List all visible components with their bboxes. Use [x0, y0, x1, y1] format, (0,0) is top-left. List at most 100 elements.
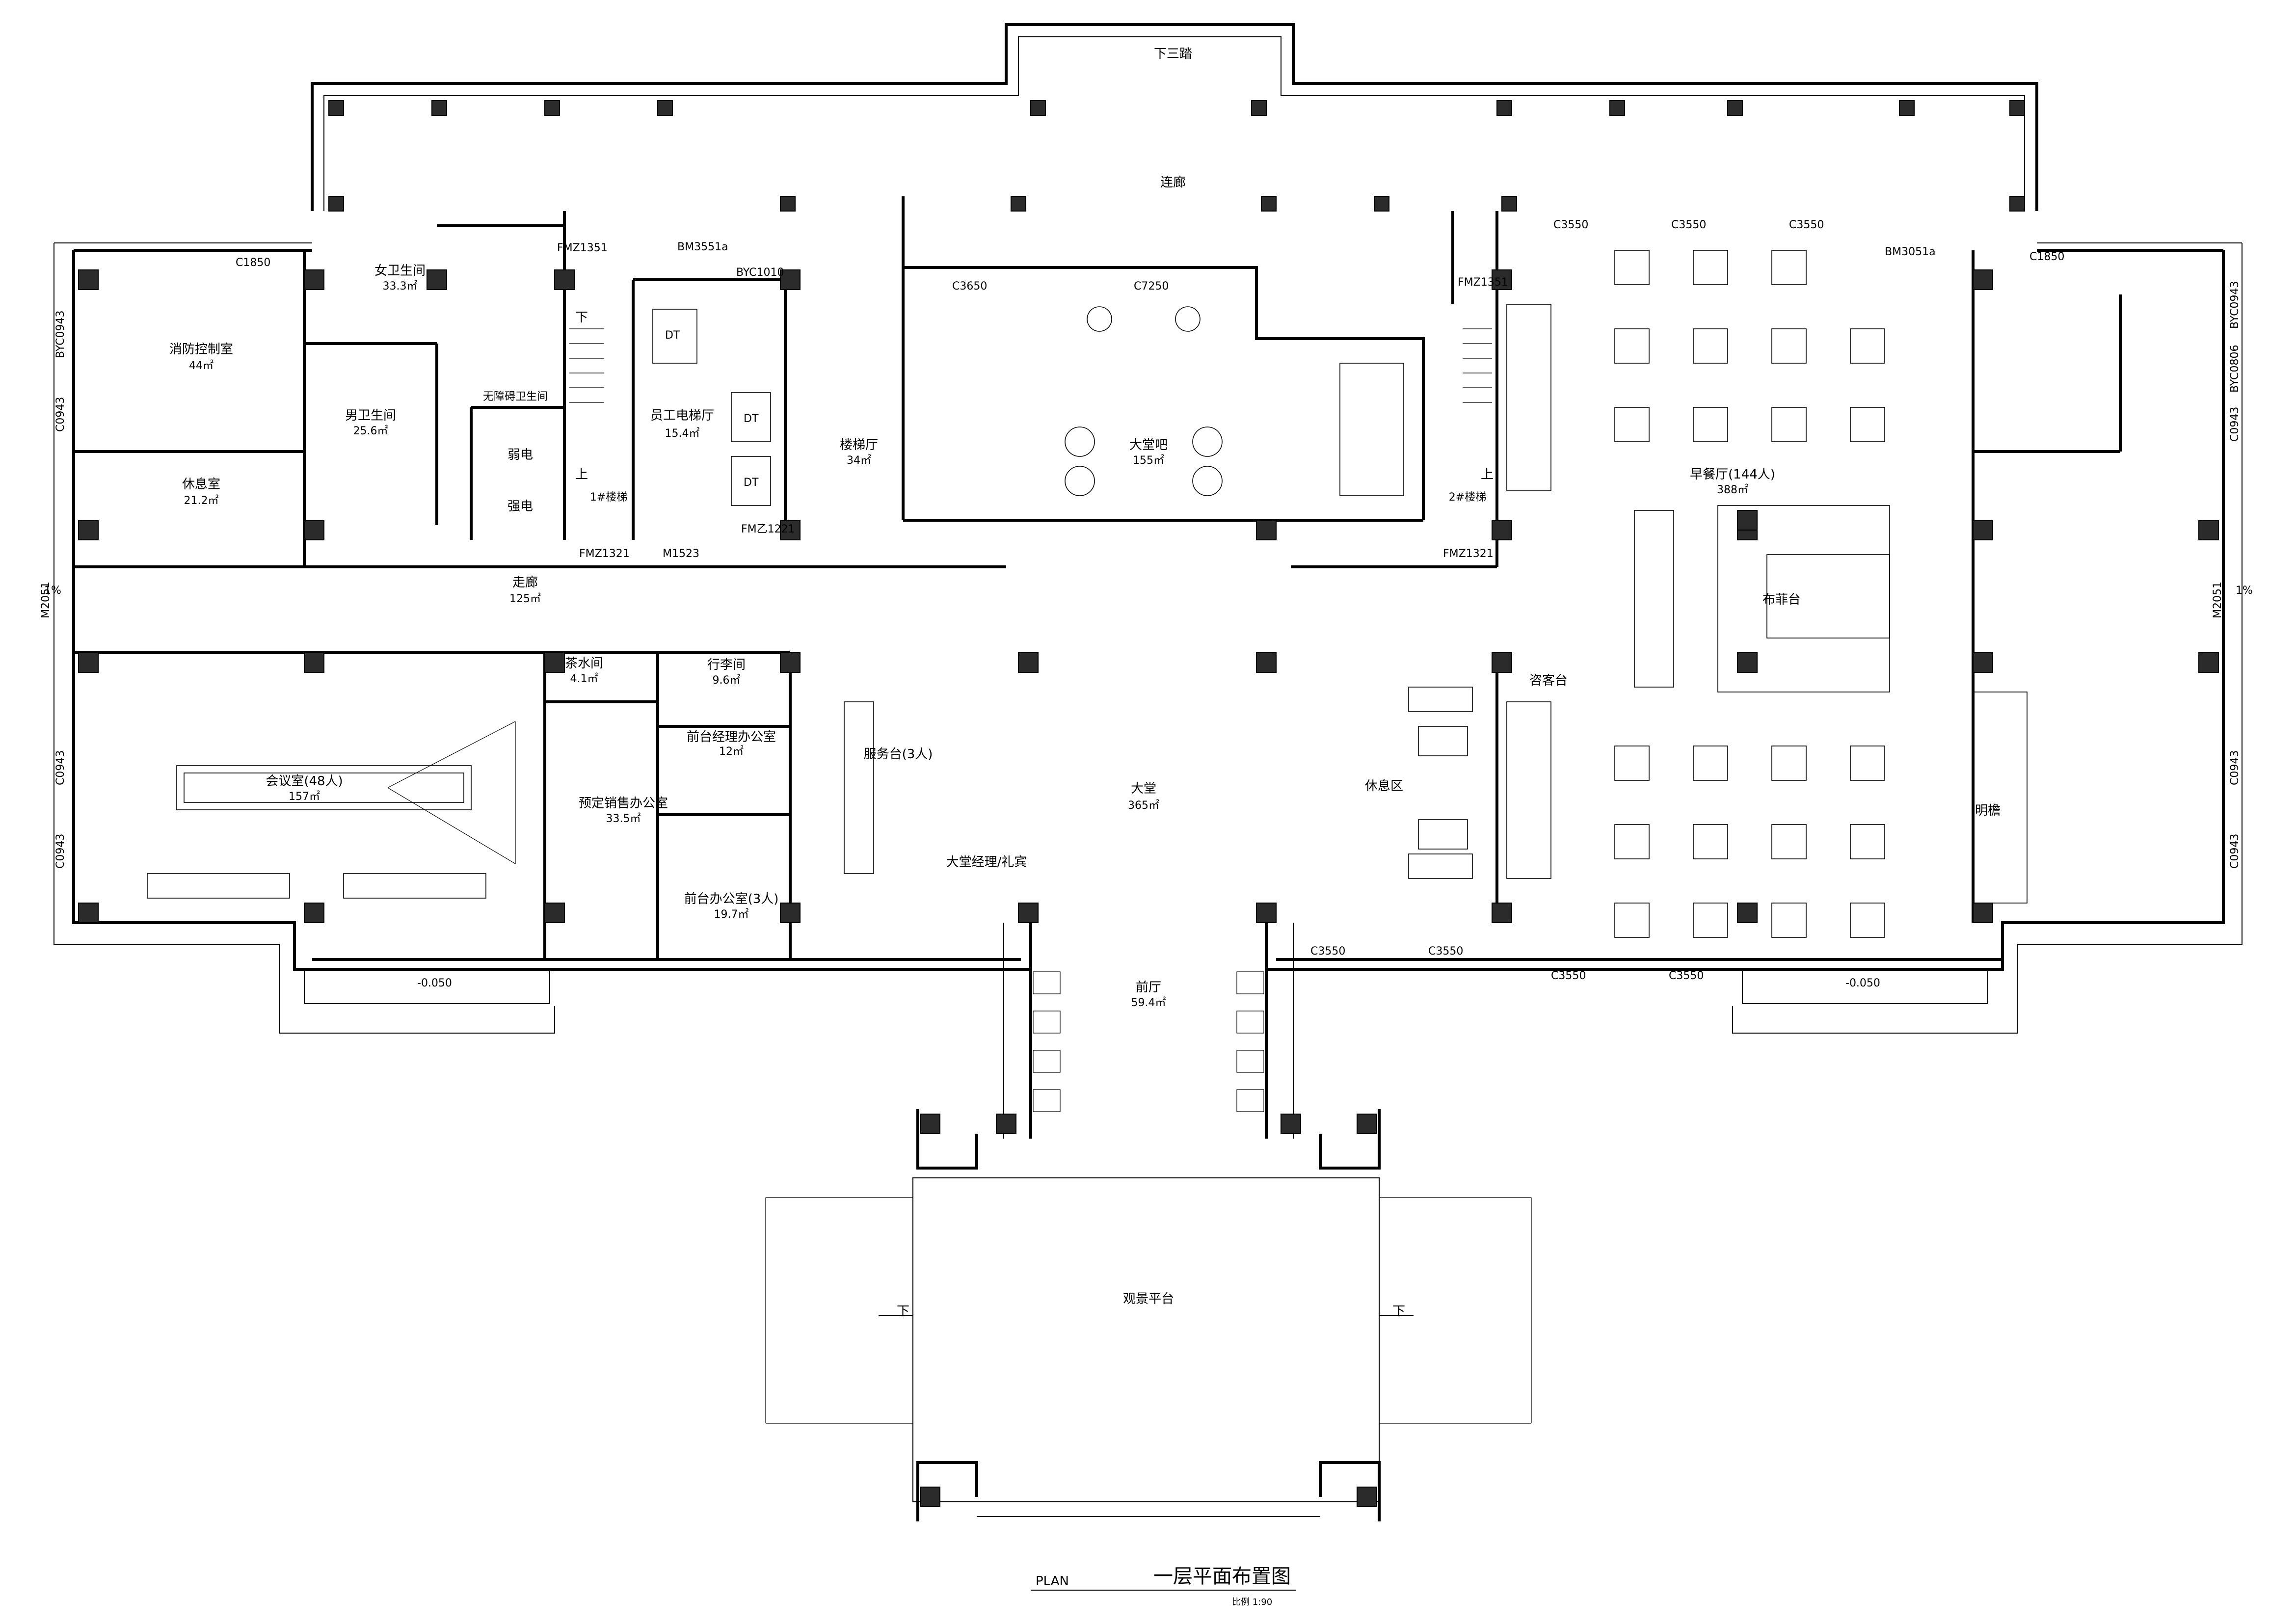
outer-walls: [53, 23, 2243, 1521]
label-down-right: 下: [1392, 1304, 1405, 1319]
code-fmz1321-right: FMZ1321: [1443, 548, 1494, 560]
label-sales-office: 预定销售办公室: [579, 796, 668, 811]
code-fmz1351-left: FMZ1351: [557, 242, 608, 254]
label-fd-manager: 前台经理办公室: [687, 730, 776, 745]
label-up-stair2: 上: [1481, 467, 1494, 482]
code-c0943-left-top: C0943: [54, 397, 67, 432]
label-concierge: 咨客台: [1529, 673, 1568, 688]
label-rest-room: 休息室: [182, 477, 220, 492]
title-block: PLAN 一层平面布置图 比例 1:90: [1031, 1565, 1296, 1607]
label-accessible-wc: 无障碍卫生间: [483, 391, 548, 403]
label-light-well: 明檐: [1975, 803, 2001, 818]
label-fire-control: 消防控制室: [169, 342, 233, 357]
label-stair-hall: 楼梯厅: [840, 438, 878, 453]
label-breakfast: 早餐厅(144人): [1690, 467, 1775, 482]
area-staff-elevator: 15.4㎡: [665, 427, 700, 440]
code-level-left: -0.050: [417, 977, 452, 989]
label-lobby: 大堂: [1131, 781, 1156, 796]
structural-columns: [78, 100, 2219, 1507]
area-men-wc: 25.6㎡: [353, 425, 388, 437]
label-strong-elec: 强电: [507, 499, 533, 514]
drawing-scale: 比例 1:90: [1232, 1597, 1272, 1607]
code-bm3551a: BM3551a: [677, 241, 728, 253]
code-c3550-bottom1: C3550: [1310, 945, 1345, 958]
label-weak-elec: 弱电: [507, 448, 533, 462]
interior-walls: [74, 196, 2122, 959]
drawing-label-en: PLAN: [1036, 1574, 1069, 1589]
drawing-title: 一层平面布置图: [1153, 1565, 1291, 1588]
label-buffet: 布菲台: [1762, 592, 1801, 607]
code-c3550-bottom3: C3550: [1551, 970, 1586, 982]
label-up-stair1: 上: [575, 467, 588, 482]
label-tea-room: 茶水间: [565, 656, 603, 671]
code-slope-right: 1%: [2236, 585, 2253, 597]
label-stair2: 2#楼梯: [1449, 491, 1486, 504]
code-c7250: C7250: [1134, 280, 1169, 293]
code-c3550-top3: C3550: [1789, 219, 1824, 231]
label-lobby-manager: 大堂经理/礼宾: [946, 855, 1027, 870]
code-m2051-right: M2051: [2212, 582, 2224, 618]
code-c0943-left-bottom: C0943: [54, 834, 67, 869]
area-stair-hall: 34㎡: [847, 454, 871, 467]
label-stairs-down-top: 下三踏: [1154, 47, 1192, 61]
code-c3550-top2: C3550: [1671, 219, 1706, 231]
code-byc0943-left: BYC0943: [54, 311, 67, 358]
area-corridor: 125㎡: [509, 592, 541, 605]
label-fd-office: 前台办公室(3人): [684, 892, 779, 906]
label-down-stair1: 下: [575, 310, 588, 325]
code-bm3051a: BM3051a: [1885, 246, 1936, 258]
label-corridor-link: 连廊: [1160, 175, 1186, 190]
label-vestibule: 前厅: [1136, 980, 1161, 995]
label-down-left: 下: [897, 1304, 909, 1319]
code-c3550-bottom2: C3550: [1428, 945, 1463, 958]
area-rest-room: 21.2㎡: [184, 494, 219, 507]
code-dt-3: DT: [744, 477, 759, 489]
furniture: [147, 250, 2028, 1316]
label-corridor: 走廊: [512, 575, 538, 590]
code-fmz1351-right: FMZ1351: [1458, 276, 1508, 289]
door-window-codes: C1850 C1850 BYC0943 C0943 C0943 C0943 BY…: [40, 219, 2253, 989]
code-c3650: C3650: [952, 280, 987, 293]
label-stair1: 1#楼梯: [590, 491, 627, 504]
label-service-desk: 服务台(3人): [864, 747, 933, 762]
code-fmz1321-left: FMZ1321: [579, 548, 630, 560]
label-lobby-bar: 大堂吧: [1129, 438, 1168, 453]
area-lobby: 365㎡: [1128, 799, 1159, 812]
code-c1850-left: C1850: [236, 257, 270, 269]
label-lounge: 休息区: [1365, 779, 1403, 794]
code-m2051-left: M2051: [40, 582, 52, 618]
area-women-wc: 33.3㎡: [383, 280, 418, 293]
label-meeting: 会议室(48人): [266, 774, 343, 789]
area-breakfast: 388㎡: [1717, 483, 1748, 496]
code-c0943-right-mid: C0943: [2229, 750, 2241, 785]
code-dt-2: DT: [744, 413, 759, 425]
code-byc0943-right: BYC0943: [2229, 281, 2241, 329]
label-luggage: 行李间: [707, 658, 746, 672]
code-c1850-right: C1850: [2029, 251, 2064, 263]
room-labels: 下三踏 连廊 消防控制室 44㎡ 休息室 21.2㎡ 女卫生间 33.3㎡ 男卫…: [169, 47, 2001, 1319]
code-level-right: -0.050: [1845, 977, 1880, 989]
code-c0943-left-mid: C0943: [54, 750, 67, 785]
area-meeting: 157㎡: [289, 790, 320, 803]
area-vestibule: 59.4㎡: [1131, 996, 1166, 1009]
label-terrace: 观景平台: [1123, 1292, 1174, 1306]
code-byc1010: BYC1010: [736, 266, 784, 279]
area-lobby-bar: 155㎡: [1133, 454, 1164, 467]
label-men-wc: 男卫生间: [345, 408, 396, 423]
code-slope-left: 1%: [44, 585, 61, 597]
code-c0943-right-top: C0943: [2229, 407, 2241, 442]
area-sales-office: 33.5㎡: [606, 812, 641, 825]
code-fmy1221: FM乙1221: [741, 523, 795, 535]
code-dt-1: DT: [665, 329, 680, 342]
code-m1523: M1523: [663, 548, 699, 560]
code-c3550-top1: C3550: [1553, 219, 1588, 231]
code-byc0806-right: BYC0806: [2229, 345, 2241, 393]
area-fire-control: 44㎡: [189, 359, 214, 372]
label-women-wc: 女卫生间: [374, 264, 426, 278]
area-tea-room: 4.1㎡: [570, 672, 598, 685]
code-c3550-bottom4: C3550: [1669, 970, 1704, 982]
code-c0943-right-bottom: C0943: [2229, 834, 2241, 869]
area-fd-office: 19.7㎡: [714, 908, 749, 921]
area-fd-manager: 12㎡: [719, 745, 744, 758]
